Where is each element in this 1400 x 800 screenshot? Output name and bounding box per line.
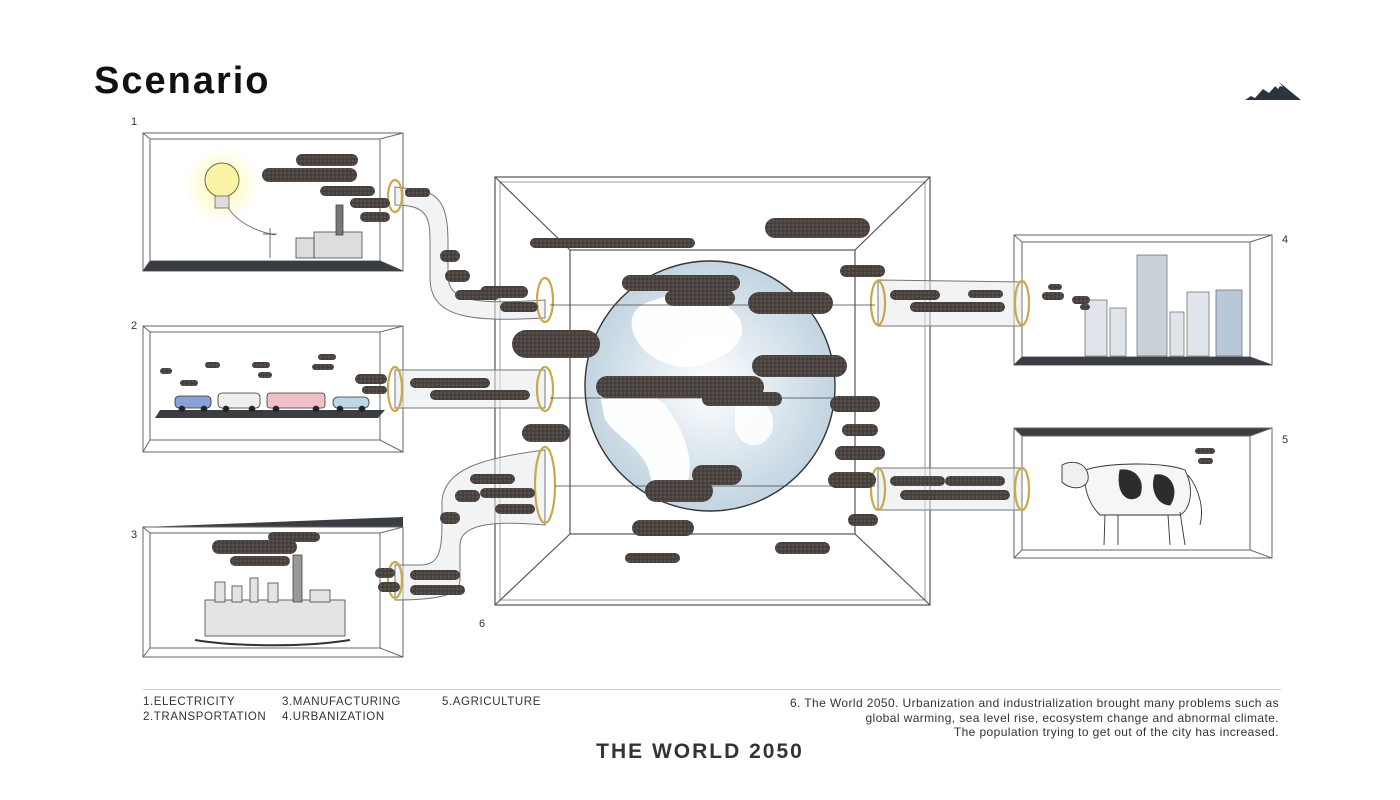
label-number-5: 5 [1282, 434, 1289, 446]
legend-item-urbanization: 4.URBANIZATION [282, 711, 385, 723]
legend-column-2: 3.MANUFACTURING 4.URBANIZATION [282, 695, 401, 725]
legend-item-agriculture: 5.AGRICULTURE [442, 696, 541, 708]
power-plant-icon [263, 204, 363, 259]
mountain-logo-icon [1245, 82, 1301, 100]
legend-column-3: 5.AGRICULTURE [442, 695, 541, 710]
lightbulb-icon [184, 147, 276, 236]
car-icon [174, 392, 370, 413]
scenario-diagram [142, 132, 1273, 658]
description-line-1: 6. The World 2050. Urbanization and indu… [789, 696, 1279, 710]
legend-column-1: 1.ELECTRICITY 2.TRANSPORTATION [143, 695, 266, 725]
box-agriculture [1013, 427, 1273, 559]
description-line-3: The population trying to get out of the … [953, 725, 1279, 739]
label-number-1: 1 [131, 116, 138, 128]
label-number-6: 6 [479, 618, 486, 630]
page-title: Scenario [94, 60, 271, 102]
label-number-2: 2 [131, 320, 138, 332]
legend-item-electricity: 1.ELECTRICITY [143, 696, 236, 708]
factory-icon [194, 554, 351, 647]
footer-title: THE WORLD 2050 [596, 740, 804, 763]
label-number-3: 3 [131, 529, 138, 541]
cow-icon [1061, 461, 1202, 546]
footer-divider [143, 689, 1281, 690]
smoke-clouds [160, 154, 1215, 595]
label-number-4: 4 [1282, 234, 1289, 246]
skyscraper-icon [1084, 254, 1243, 357]
pipe-rings [386, 178, 1031, 600]
description-line-2: global warming, sea level rise, ecosyste… [865, 710, 1279, 725]
legend-item-manufacturing: 3.MANUFACTURING [282, 696, 401, 708]
legend-item-transportation: 2.TRANSPORTATION [143, 711, 267, 723]
scenario-description: 6. The World 2050. Urbanization and indu… [719, 696, 1279, 740]
